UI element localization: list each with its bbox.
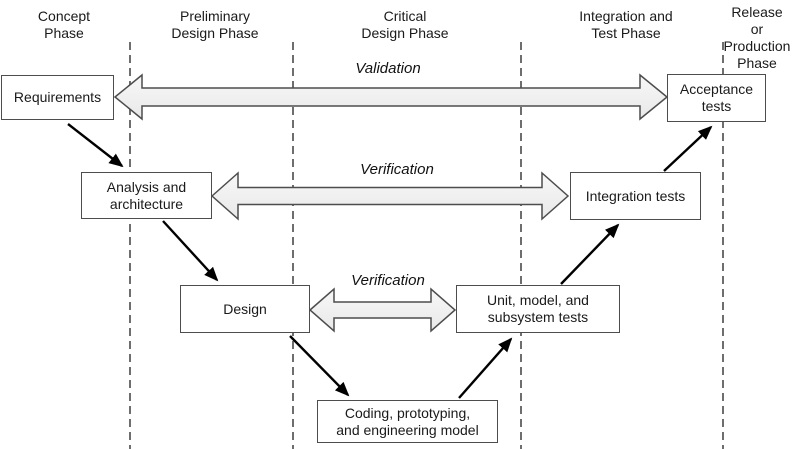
phase-divider-4 [722,42,724,449]
verification-upper-label: Verification [360,161,434,178]
verification-arrow-upper [210,171,570,221]
flow-arrow-integration-to-acceptance-tests [663,125,713,172]
flow-arrow-analysis-to-design [162,220,219,282]
box-coding-prototyping: Coding, prototyping, and engineering mod… [317,400,498,443]
phase-header-release: Release or Production Phase [723,4,791,71]
box-analysis-architecture: Analysis and architecture [81,172,212,219]
flow-arrow-coding-to-unit-tests [458,337,513,399]
box-design: Design [180,285,310,333]
box-requirements: Requirements [1,75,114,120]
phase-divider-3 [520,42,522,449]
phase-header-preliminary: Preliminary Design Phase [171,8,259,41]
flow-arrow-unit-to-integration-tests [560,223,620,285]
verification-arrow-lower [308,287,457,333]
phase-header-critical: Critical Design Phase [361,8,449,41]
phase-header-concept: Concept Phase [37,8,91,41]
phase-divider-1 [129,42,131,449]
verification-lower-label: Verification [351,272,425,289]
phase-header-integration: Integration and Test Phase [579,8,673,41]
flow-arrow-requirements-to-analysis [67,123,124,168]
box-integration-tests: Integration tests [570,172,701,220]
flow-arrow-design-to-coding [289,335,350,397]
validation-arrow [113,73,669,121]
validation-label: Validation [355,60,421,77]
box-unit-subsystem-tests: Unit, model, and subsystem tests [456,285,620,333]
phase-divider-2 [292,42,294,449]
box-acceptance-tests: Acceptance tests [667,74,766,122]
